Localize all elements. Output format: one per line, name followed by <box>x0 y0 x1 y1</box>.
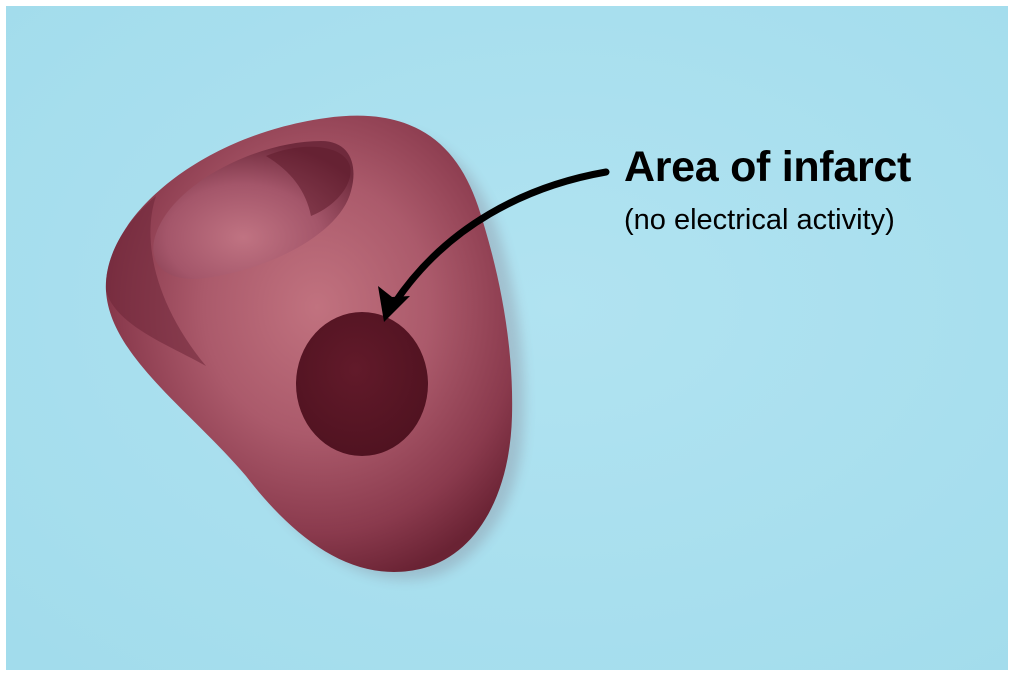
infarct-label-title: Area of infarct <box>624 146 911 189</box>
infarct-label-subtitle: (no electrical activity) <box>624 206 895 235</box>
infarct-area <box>296 312 428 456</box>
figure-frame: Area of infarct (no electrical activity) <box>6 6 1008 670</box>
heart-illustration <box>6 6 1008 670</box>
